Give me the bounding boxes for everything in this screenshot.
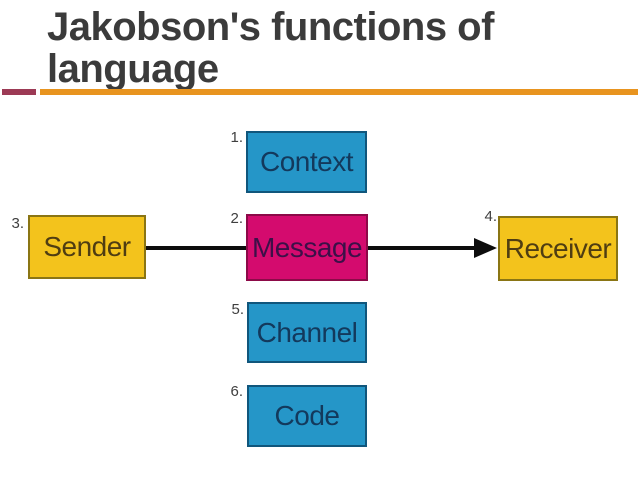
node-message-label: Message xyxy=(251,231,363,263)
node-number-channel: 5. xyxy=(231,301,244,318)
edge-sender-to-message xyxy=(146,246,246,250)
node-channel: Channel xyxy=(247,302,367,363)
node-number-sender: 3. xyxy=(11,215,24,232)
node-code: Code xyxy=(247,385,367,447)
edge-message-to-receiver xyxy=(368,246,476,250)
title-rule-line xyxy=(40,89,638,95)
node-number-code: 6. xyxy=(230,383,243,400)
node-context-label: Context xyxy=(260,146,354,177)
node-receiver: Receiver xyxy=(498,216,618,281)
node-number-receiver: 4. xyxy=(484,208,497,225)
node-number-message: 2. xyxy=(230,210,243,227)
node-sender: Sender xyxy=(28,215,146,279)
node-channel-label: Channel xyxy=(256,316,358,348)
page-title: Jakobson's functions of language xyxy=(47,6,607,90)
node-message: Message xyxy=(246,214,368,281)
node-code-label: Code xyxy=(274,400,340,431)
node-receiver-label: Receiver xyxy=(504,232,612,264)
title-rule-accent xyxy=(2,89,36,95)
page-title-line1: Jakobson's functions of xyxy=(47,5,494,49)
page-title-line2: language xyxy=(47,47,219,91)
node-context: Context xyxy=(246,131,367,193)
arrowhead-icon xyxy=(474,238,497,258)
node-number-context: 1. xyxy=(230,129,243,146)
node-sender-label: Sender xyxy=(43,231,131,262)
